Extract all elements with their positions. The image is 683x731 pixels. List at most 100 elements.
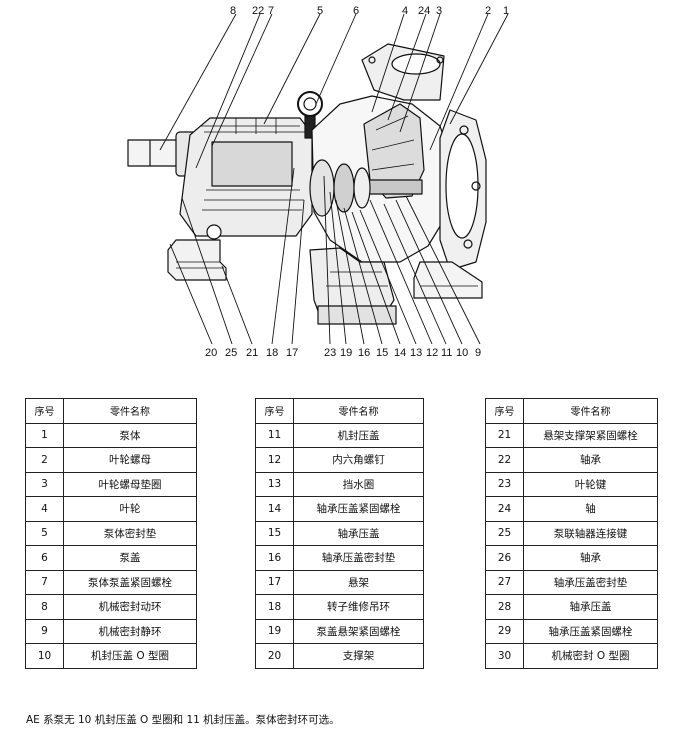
cell-name: 轴承压盖紧固螺栓 <box>293 496 424 522</box>
leader-4 <box>371 13 405 113</box>
cell-no: 11 <box>255 422 294 448</box>
cell-name: 机封压盖 O 型圈 <box>63 643 197 669</box>
cell-no: 29 <box>485 618 524 644</box>
header-no: 序号 <box>25 398 64 424</box>
leader-20 <box>169 243 213 345</box>
callout-3: 3 <box>436 5 442 17</box>
leader-24 <box>387 13 427 121</box>
callout-6: 6 <box>353 5 359 17</box>
lifting-eye <box>297 91 323 117</box>
cell-name: 轴承压盖紧固螺栓 <box>523 618 658 644</box>
leader-9 <box>405 195 481 345</box>
cell-name: 叶轮螺母垫圈 <box>63 471 197 497</box>
table-header-row: 序号 零件名称 <box>485 398 658 424</box>
callout-1: 1 <box>503 5 509 17</box>
cell-no: 8 <box>25 594 64 620</box>
cell-name: 内六角螺钉 <box>293 447 424 473</box>
leader-5 <box>263 13 321 125</box>
callout-12: 12 <box>426 347 438 359</box>
cell-no: 4 <box>25 496 64 522</box>
callout-25: 25 <box>225 347 237 359</box>
callout-5: 5 <box>317 5 323 17</box>
cell-no: 9 <box>25 618 64 644</box>
cell-name: 轴承压盖密封垫 <box>523 569 658 595</box>
cell-name: 机械密封 O 型圈 <box>523 643 658 669</box>
header-name: 零件名称 <box>293 398 424 424</box>
table-header-row: 序号 零件名称 <box>25 398 197 424</box>
cell-name: 叶轮螺母 <box>63 447 197 473</box>
leader-23 <box>323 175 331 345</box>
cell-name: 挡水圈 <box>293 471 424 497</box>
cell-name: 叶轮键 <box>523 471 658 497</box>
leader-10 <box>395 199 463 345</box>
leader-7 <box>211 13 273 147</box>
callout-14: 14 <box>394 347 406 359</box>
callout-18: 18 <box>266 347 278 359</box>
cell-no: 3 <box>25 471 64 497</box>
cell-no: 23 <box>485 471 524 497</box>
callout-22: 22 <box>252 5 264 17</box>
callout-11: 11 <box>441 347 452 359</box>
cell-no: 12 <box>255 447 294 473</box>
leader-2 <box>429 13 489 151</box>
cell-name: 轴承压盖 <box>523 594 658 620</box>
header-name: 零件名称 <box>523 398 658 424</box>
leader-18 <box>271 167 295 345</box>
callout-2: 2 <box>485 5 491 17</box>
callout-24: 24 <box>418 5 430 17</box>
cell-name: 泵体 <box>63 422 197 448</box>
callout-16: 16 <box>358 347 370 359</box>
leader-3 <box>399 13 441 133</box>
cell-name: 支撑架 <box>293 643 424 669</box>
cell-name: 泵盖悬架紧固螺栓 <box>293 618 424 644</box>
cell-name: 悬架支撑架紧固螺栓 <box>523 422 658 448</box>
seal-ring <box>309 159 335 217</box>
cell-name: 叶轮 <box>63 496 197 522</box>
callout-19: 19 <box>340 347 352 359</box>
cell-no: 27 <box>485 569 524 595</box>
cell-no: 25 <box>485 520 524 546</box>
support-bracket <box>167 239 227 281</box>
cell-no: 28 <box>485 594 524 620</box>
cell-no: 18 <box>255 594 294 620</box>
callout-17: 17 <box>286 347 298 359</box>
cell-name: 机封压盖 <box>293 422 424 448</box>
leader-19 <box>329 191 347 345</box>
leader-13 <box>359 209 417 345</box>
cell-name: 轴承压盖 <box>293 520 424 546</box>
header-no: 序号 <box>255 398 294 424</box>
cell-no: 13 <box>255 471 294 497</box>
callout-15: 15 <box>376 347 388 359</box>
callout-13: 13 <box>410 347 422 359</box>
cell-name: 转子维修吊环 <box>293 594 424 620</box>
leader-17 <box>291 199 305 345</box>
cell-name: 轴 <box>523 496 658 522</box>
leader-8 <box>159 13 237 151</box>
leader-25 <box>181 197 233 345</box>
cell-no: 2 <box>25 447 64 473</box>
cell-no: 21 <box>485 422 524 448</box>
